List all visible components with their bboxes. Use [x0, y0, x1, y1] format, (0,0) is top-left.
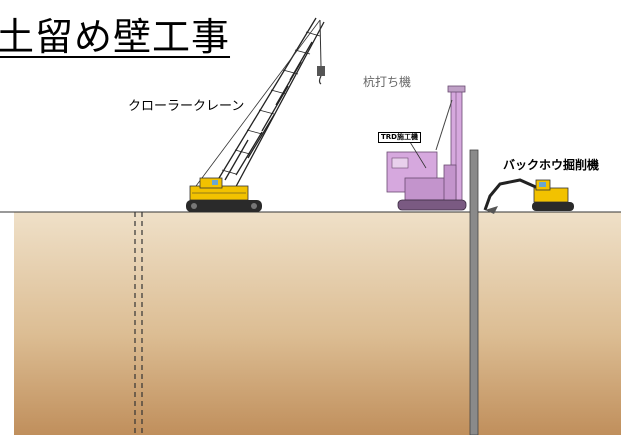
- trd-label: TRD施工機: [378, 132, 421, 143]
- pile-driver: [386, 85, 467, 211]
- crawler-crane-label: クローラークレーン: [128, 99, 245, 114]
- crawler-crane: [186, 17, 325, 212]
- pile-rod: [469, 149, 479, 435]
- dashed-wall: [134, 212, 143, 435]
- pile-driver-label: 杭打ち機: [363, 75, 412, 89]
- backhoe-excavator: [483, 178, 574, 214]
- ground: [14, 212, 621, 435]
- trd-leader-line: [409, 141, 427, 169]
- backhoe-label: バックホウ掘削機: [503, 158, 600, 172]
- page-title: 土留め壁工事: [0, 15, 231, 59]
